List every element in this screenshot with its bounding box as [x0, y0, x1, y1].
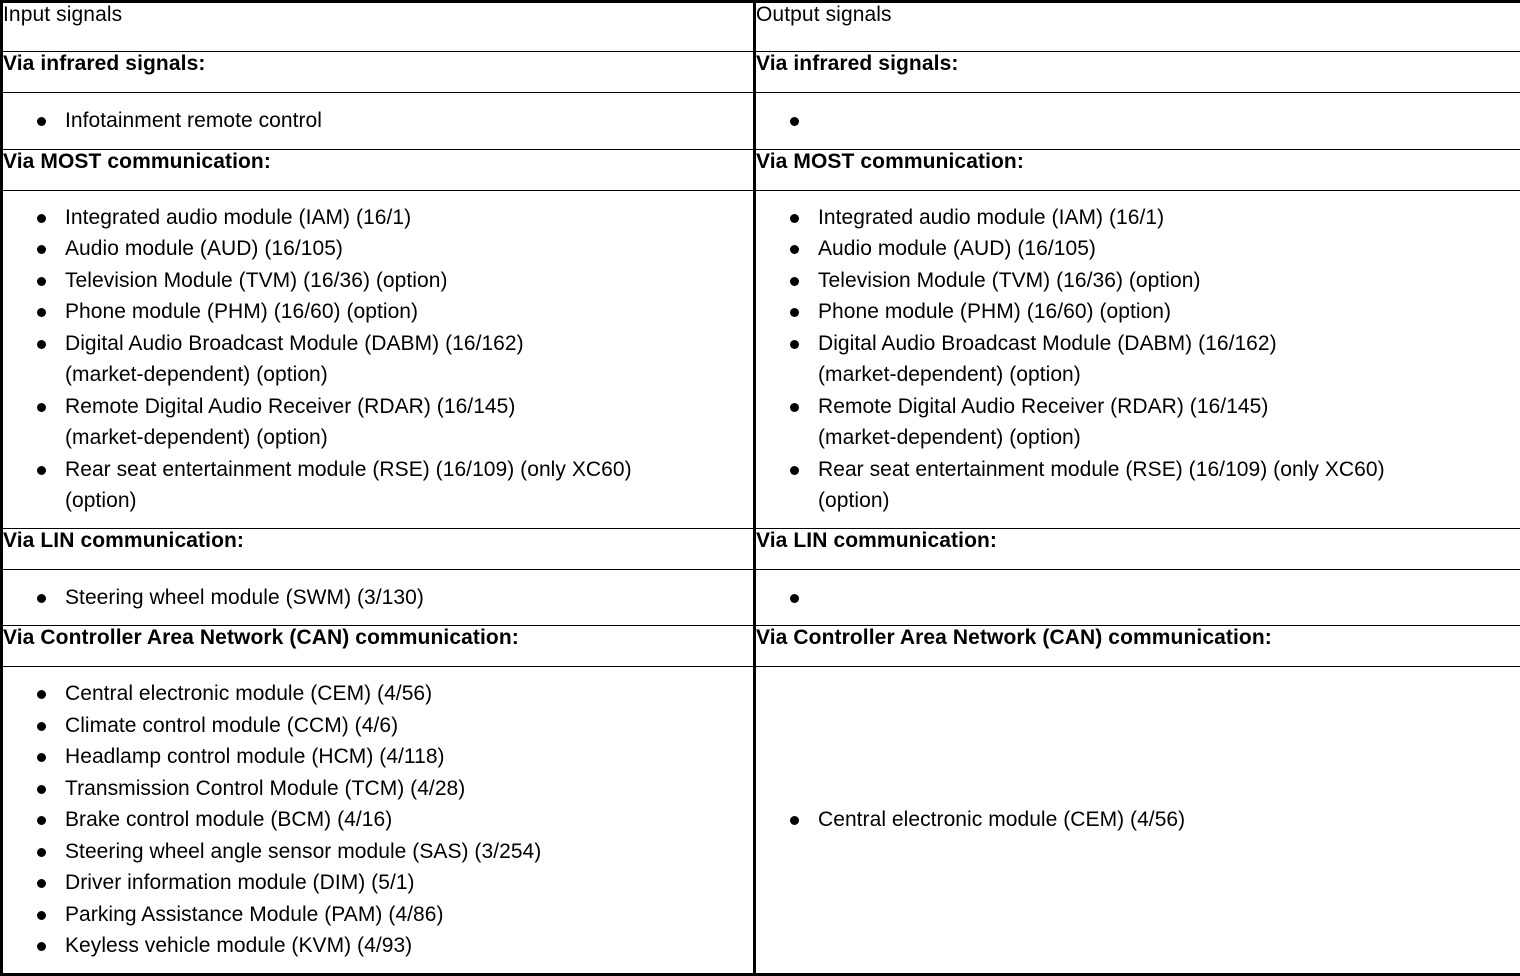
list-item: Central electronic module (CEM) (4/56)	[790, 804, 1510, 836]
list-item	[790, 582, 1510, 606]
section-header-can-input: Via Controller Area Network (CAN) commun…	[2, 626, 755, 667]
list-item: Audio module (AUD) (16/105)	[37, 233, 743, 265]
section-content-row-infrared: Infotainment remote control	[2, 93, 1520, 150]
list-item-label: Phone module (PHM) (16/60) (option)	[65, 300, 418, 323]
list-item-label: Remote Digital Audio Receiver (RDAR) (16…	[818, 395, 1268, 418]
most-input-cell: Integrated audio module (IAM) (16/1) Aud…	[2, 190, 755, 528]
list-item-label: Audio module (AUD) (16/105)	[65, 237, 343, 260]
list-item: Remote Digital Audio Receiver (RDAR) (16…	[790, 391, 1510, 454]
list-item-label: Audio module (AUD) (16/105)	[818, 237, 1096, 260]
list-item-label: Brake control module (BCM) (4/16)	[65, 808, 392, 831]
list-item: Audio module (AUD) (16/105)	[790, 233, 1510, 265]
infrared-input-cell: Infotainment remote control	[2, 93, 755, 150]
section-header-infrared-input: Via infrared signals:	[2, 52, 755, 93]
list-item: Infotainment remote control	[37, 105, 743, 137]
can-output-list: Central electronic module (CEM) (4/56)	[756, 804, 1520, 836]
list-item-label: Rear seat entertainment module (RSE) (16…	[818, 458, 1385, 481]
list-item-label: Keyless vehicle module (KVM) (4/93)	[65, 934, 412, 957]
section-header-most-input: Via MOST communication:	[2, 149, 755, 190]
list-item-label: Television Module (TVM) (16/36) (option)	[65, 269, 447, 292]
column-title-output: Output signals	[755, 2, 1520, 52]
list-item-continuation: (option)	[818, 485, 1510, 517]
list-item: Television Module (TVM) (16/36) (option)	[37, 265, 743, 297]
section-header-can-output: Via Controller Area Network (CAN) commun…	[755, 626, 1520, 667]
list-item: Brake control module (BCM) (4/16)	[37, 804, 743, 836]
list-item-label: Steering wheel module (SWM) (3/130)	[65, 586, 424, 609]
list-item-label: Rear seat entertainment module (RSE) (16…	[65, 458, 632, 481]
list-item-continuation: (option)	[65, 485, 743, 517]
section-header-row-can: Via Controller Area Network (CAN) commun…	[2, 626, 1520, 667]
list-item: Phone module (PHM) (16/60) (option)	[37, 296, 743, 328]
section-header-most-output: Via MOST communication:	[755, 149, 1520, 190]
lin-output-cell	[755, 569, 1520, 626]
section-content-row-can: Central electronic module (CEM) (4/56) C…	[2, 667, 1520, 975]
list-item-label: Integrated audio module (IAM) (16/1)	[818, 206, 1164, 229]
list-item: Integrated audio module (IAM) (16/1)	[790, 202, 1510, 234]
list-item: Digital Audio Broadcast Module (DABM) (1…	[37, 328, 743, 391]
list-item: Climate control module (CCM) (4/6)	[37, 710, 743, 742]
list-item-label: Digital Audio Broadcast Module (DABM) (1…	[65, 332, 524, 355]
list-item: Parking Assistance Module (PAM) (4/86)	[37, 899, 743, 931]
section-header-row-infrared: Via infrared signals: Via infrared signa…	[2, 52, 1520, 93]
section-header-infrared-output: Via infrared signals:	[755, 52, 1520, 93]
can-output-center-wrapper: Central electronic module (CEM) (4/56)	[756, 667, 1520, 973]
most-output-cell: Integrated audio module (IAM) (16/1) Aud…	[755, 190, 1520, 528]
list-item: Digital Audio Broadcast Module (DABM) (1…	[790, 328, 1510, 391]
list-item-continuation: (market-dependent) (option)	[65, 359, 743, 391]
list-item: Driver information module (DIM) (5/1)	[37, 867, 743, 899]
lin-input-cell: Steering wheel module (SWM) (3/130)	[2, 569, 755, 626]
list-item: Television Module (TVM) (16/36) (option)	[790, 265, 1510, 297]
list-item-label: Phone module (PHM) (16/60) (option)	[818, 300, 1171, 323]
section-content-row-most: Integrated audio module (IAM) (16/1) Aud…	[2, 190, 1520, 528]
list-item-continuation: (market-dependent) (option)	[65, 422, 743, 454]
list-item: Transmission Control Module (TCM) (4/28)	[37, 773, 743, 805]
list-item-label: Digital Audio Broadcast Module (DABM) (1…	[818, 332, 1277, 355]
list-item: Steering wheel angle sensor module (SAS)…	[37, 836, 743, 868]
section-header-lin-output: Via LIN communication:	[755, 528, 1520, 569]
list-item-label: Central electronic module (CEM) (4/56)	[65, 682, 432, 705]
lin-input-list: Steering wheel module (SWM) (3/130)	[3, 570, 753, 626]
section-header-row-lin: Via LIN communication: Via LIN communica…	[2, 528, 1520, 569]
list-item: Steering wheel module (SWM) (3/130)	[37, 582, 743, 614]
can-input-cell: Central electronic module (CEM) (4/56) C…	[2, 667, 755, 975]
can-input-list: Central electronic module (CEM) (4/56) C…	[3, 667, 753, 973]
section-header-lin-input: Via LIN communication:	[2, 528, 755, 569]
list-item	[790, 105, 1510, 129]
infrared-output-cell	[755, 93, 1520, 150]
table-header-row: Input signals Output signals	[2, 2, 1520, 52]
list-item-label: Television Module (TVM) (16/36) (option)	[818, 269, 1200, 292]
list-item-label: Integrated audio module (IAM) (16/1)	[65, 206, 411, 229]
list-item-label: Parking Assistance Module (PAM) (4/86)	[65, 903, 444, 926]
most-output-list: Integrated audio module (IAM) (16/1) Aud…	[756, 191, 1520, 528]
list-item: Rear seat entertainment module (RSE) (16…	[37, 454, 743, 517]
list-item: Headlamp control module (HCM) (4/118)	[37, 741, 743, 773]
lin-output-list	[756, 570, 1520, 618]
list-item: Integrated audio module (IAM) (16/1)	[37, 202, 743, 234]
list-item: Central electronic module (CEM) (4/56)	[37, 678, 743, 710]
infrared-output-list	[756, 93, 1520, 141]
list-item: Rear seat entertainment module (RSE) (16…	[790, 454, 1510, 517]
list-item: Keyless vehicle module (KVM) (4/93)	[37, 930, 743, 962]
list-item-label: Transmission Control Module (TCM) (4/28)	[65, 777, 465, 800]
list-item-continuation: (market-dependent) (option)	[818, 422, 1510, 454]
list-item-label: Driver information module (DIM) (5/1)	[65, 871, 415, 894]
list-item-label: Steering wheel angle sensor module (SAS)…	[65, 840, 541, 863]
infrared-input-list: Infotainment remote control	[3, 93, 753, 149]
list-item-label: Central electronic module (CEM) (4/56)	[818, 808, 1185, 831]
column-title-input: Input signals	[2, 2, 755, 52]
list-item: Remote Digital Audio Receiver (RDAR) (16…	[37, 391, 743, 454]
list-item: Phone module (PHM) (16/60) (option)	[790, 296, 1510, 328]
can-output-cell: Central electronic module (CEM) (4/56)	[755, 667, 1520, 975]
list-item-continuation: (market-dependent) (option)	[818, 359, 1510, 391]
list-item-label: Headlamp control module (HCM) (4/118)	[65, 745, 445, 768]
list-item-label: Remote Digital Audio Receiver (RDAR) (16…	[65, 395, 515, 418]
list-item-label: Climate control module (CCM) (4/6)	[65, 714, 398, 737]
list-item-label: Infotainment remote control	[65, 109, 322, 132]
most-input-list: Integrated audio module (IAM) (16/1) Aud…	[3, 191, 753, 528]
section-header-row-most: Via MOST communication: Via MOST communi…	[2, 149, 1520, 190]
section-content-row-lin: Steering wheel module (SWM) (3/130)	[2, 569, 1520, 626]
